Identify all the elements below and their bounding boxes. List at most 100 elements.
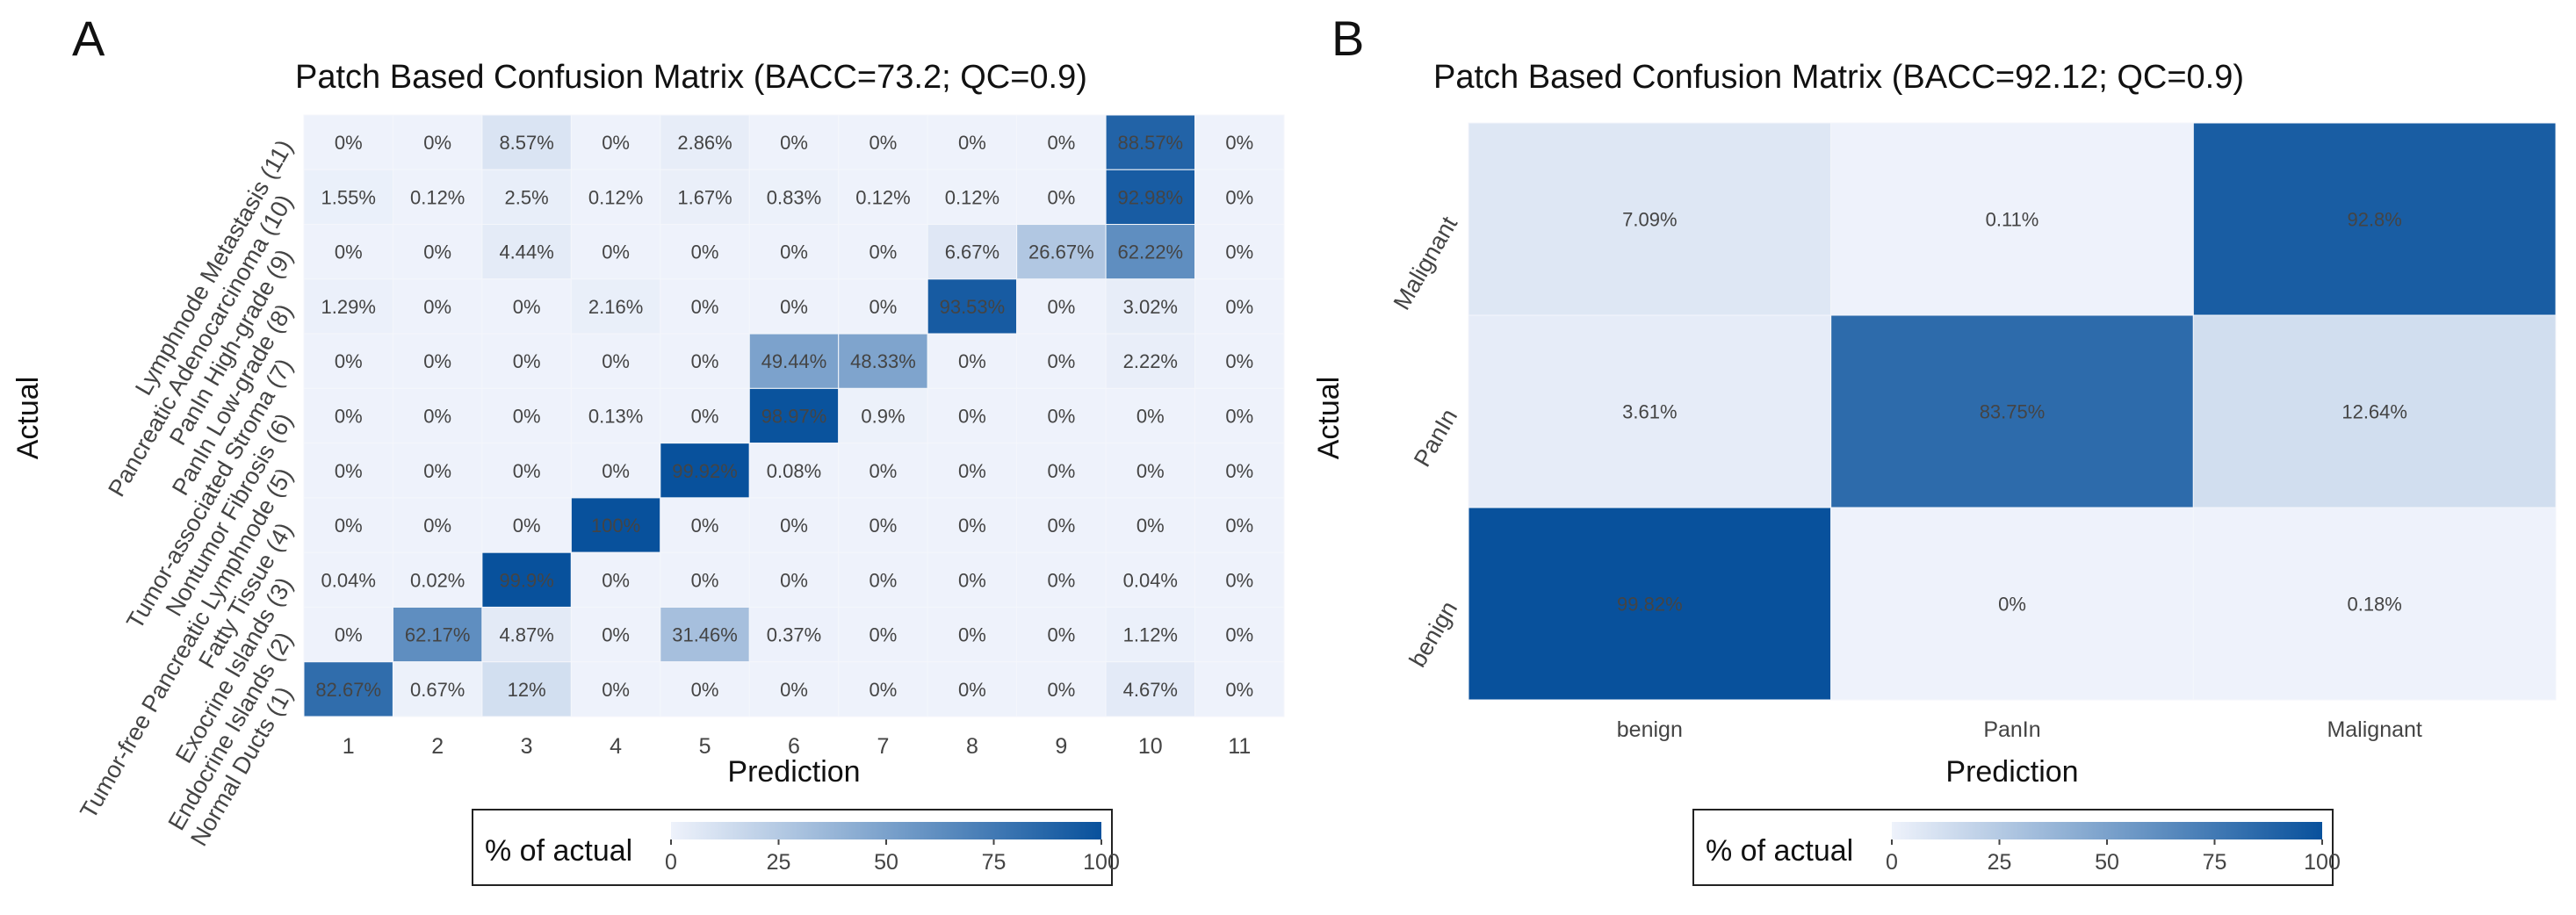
cell-value-label: 99.9% — [499, 569, 553, 591]
cell-value-label: 0% — [1136, 406, 1165, 428]
heatmap-cell — [481, 114, 572, 170]
cell-value-label: 7.09% — [1622, 209, 1677, 231]
cell-value-label: 83.75% — [1980, 401, 2046, 423]
cell-value-label: 4.67% — [1123, 679, 1178, 701]
heatmap-cell — [392, 169, 483, 226]
x-tick-label: 11 — [1228, 734, 1251, 759]
cell-value-label: 0% — [335, 241, 363, 263]
cell-value-label: 0% — [869, 460, 898, 482]
heatmap-cell — [1194, 387, 1285, 444]
heatmap-cell — [748, 661, 840, 717]
y-axis-title-a: Actual — [11, 377, 45, 460]
cell-value-label: 0% — [602, 132, 630, 154]
heatmap-cell — [392, 443, 483, 499]
heatmap-cell — [927, 606, 1018, 663]
cell-value-label: 92.8% — [2347, 209, 2401, 231]
cell-value-label: 0% — [423, 515, 451, 537]
heatmap-cell — [1016, 333, 1107, 389]
cell-value-label: 2.86% — [677, 132, 732, 154]
legend-tick-label: 25 — [1988, 850, 2012, 875]
cell-value-label: 0% — [513, 296, 541, 318]
cell-value-label: 4.44% — [499, 241, 553, 263]
x-tick-label: 10 — [1138, 734, 1163, 759]
x-tick-label: benign — [1617, 717, 1683, 742]
heatmap-cell — [1194, 278, 1285, 335]
cell-value-label: 0% — [958, 132, 986, 154]
cell-value-label: 26.67% — [1028, 241, 1094, 263]
cell-value-label: 0% — [958, 350, 986, 372]
heatmap-cell — [481, 333, 572, 389]
cell-value-label: 0% — [602, 569, 630, 591]
cell-value-label: 0% — [958, 569, 986, 591]
legend-colorbar-b — [1892, 822, 2322, 839]
heatmap-cell — [481, 169, 572, 226]
cell-value-label: 0% — [869, 296, 898, 318]
heatmap-cell — [927, 169, 1018, 226]
heatmap-cell — [748, 551, 840, 608]
chart-title-b: Patch Based Confusion Matrix (BACC=92.12… — [1433, 59, 2244, 96]
heatmap-cell — [1105, 333, 1196, 389]
heatmap-cell — [1468, 314, 1832, 508]
x-tick-label: 4 — [610, 734, 622, 759]
cell-value-label: 0% — [780, 569, 808, 591]
cell-value-label: 0.11% — [1986, 209, 2039, 231]
cell-value-label: 49.44% — [761, 350, 827, 372]
cell-value-label: 0% — [869, 679, 898, 701]
cell-value-label: 0.04% — [1123, 569, 1178, 591]
cell-value-label: 0% — [780, 132, 808, 154]
cell-value-label: 0% — [335, 406, 363, 428]
heatmap-cell — [1105, 551, 1196, 608]
heatmap-cell — [2192, 314, 2557, 508]
cell-value-label: 0.18% — [2347, 594, 2401, 616]
panel-letter-b: B — [1331, 11, 1364, 66]
heatmap-cell — [660, 278, 750, 335]
heatmap-cell — [1830, 122, 2194, 316]
heatmap-cell — [927, 497, 1018, 553]
cell-value-label: 0.67% — [410, 679, 465, 701]
cell-value-label: 0% — [691, 679, 719, 701]
cell-value-label: 1.55% — [321, 186, 376, 208]
cell-value-label: 0.04% — [321, 569, 376, 591]
cell-value-label: 0% — [335, 460, 363, 482]
y-tick-label: Malignant — [1389, 212, 1463, 314]
cell-value-label: 0% — [1225, 624, 1253, 646]
cell-value-label: 0% — [1047, 296, 1075, 318]
y-tick-labels-a: Lymphnode Metastasis (11)Pancreatic Aden… — [75, 135, 298, 850]
legend-title-b: % of actual — [1706, 834, 1853, 868]
x-tick-label: Malignant — [2327, 717, 2421, 742]
cell-value-label: 0% — [1225, 186, 1253, 208]
cell-value-label: 0% — [1047, 406, 1075, 428]
heatmap-cell — [1194, 443, 1285, 499]
heatmap-cell — [1016, 387, 1107, 444]
legend-tick-label: 0 — [665, 850, 677, 875]
panel-a: A Patch Based Confusion Matrix (BACC=73.… — [11, 11, 1285, 886]
heatmap-cell — [2192, 122, 2557, 316]
heatmap-cell — [570, 443, 661, 499]
cell-value-label: 0% — [780, 296, 808, 318]
heatmap-cell — [748, 333, 840, 389]
heatmap-cells-a: 0%0%8.57%0%2.86%0%0%0%0%88.57%0%1.55%0.1… — [303, 114, 1285, 717]
legend-tick-label: 100 — [2304, 850, 2341, 875]
cell-value-label: 31.46% — [672, 624, 738, 646]
heatmap-cell — [927, 114, 1018, 170]
panel-b: B Patch Based Confusion Matrix (BACC=92.… — [1312, 11, 2557, 886]
cell-value-label: 0% — [602, 350, 630, 372]
cell-value-label: 0% — [780, 241, 808, 263]
cell-value-label: 0% — [423, 296, 451, 318]
x-axis-title-a: Prediction — [727, 755, 860, 789]
heatmap-cell — [838, 333, 928, 389]
cell-value-label: 0% — [958, 515, 986, 537]
heatmap-cell — [570, 333, 661, 389]
legend-tick-label: 25 — [767, 850, 791, 875]
heatmap-cell — [1105, 497, 1196, 553]
x-tick-label: 5 — [699, 734, 711, 759]
cell-value-label: 0% — [691, 406, 719, 428]
heatmap-cell — [1016, 551, 1107, 608]
cell-value-label: 0% — [869, 569, 898, 591]
cell-value-label: 0.12% — [945, 186, 999, 208]
chart-title-a: Patch Based Confusion Matrix (BACC=73.2;… — [295, 59, 1087, 96]
heatmap-cell — [1105, 278, 1196, 335]
